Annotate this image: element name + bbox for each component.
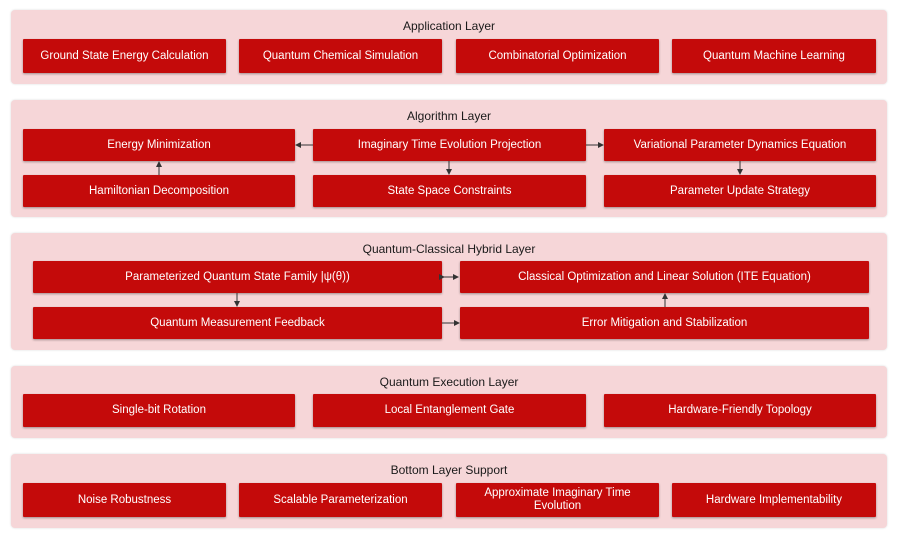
scalable-parameterization-box: Scalable Parameterization: [239, 483, 442, 517]
approximate-imaginary-time-evolution-box: Approximate Imaginary Time Evolution: [456, 483, 659, 517]
state-space-constraints-box: State Space Constraints: [313, 175, 586, 207]
energy-minimization-box: Energy Minimization: [23, 129, 295, 161]
error-mitigation-stabilization-box: Error Mitigation and Stabilization: [460, 307, 869, 339]
algorithm-layer-title: Algorithm Layer: [406, 109, 492, 123]
support-layer-title: Bottom Layer Support: [390, 463, 508, 477]
hardware-implementability-box: Hardware Implementability: [672, 483, 876, 517]
parameterized-quantum-state-family-box: Parameterized Quantum State Family |ψ(θ)…: [33, 261, 442, 293]
noise-robustness-box: Noise Robustness: [23, 483, 226, 517]
local-entanglement-gate-box: Local Entanglement Gate: [313, 394, 586, 427]
parameter-update-strategy-box: Parameter Update Strategy: [604, 175, 876, 207]
ground-state-energy-calculation-box: Ground State Energy Calculation: [23, 39, 226, 73]
hybrid-layer-title: Quantum-Classical Hybrid Layer: [362, 242, 536, 256]
quantum-measurement-feedback-box: Quantum Measurement Feedback: [33, 307, 442, 339]
imaginary-time-evolution-projection-box: Imaginary Time Evolution Projection: [313, 129, 586, 161]
variational-parameter-dynamics-equation-box: Variational Parameter Dynamics Equation: [604, 129, 876, 161]
execution-layer-title: Quantum Execution Layer: [379, 375, 519, 389]
combinatorial-optimization-box: Combinatorial Optimization: [456, 39, 659, 73]
hamiltonian-decomposition-box: Hamiltonian Decomposition: [23, 175, 295, 207]
application-layer-title: Application Layer: [402, 19, 496, 33]
quantum-machine-learning-box: Quantum Machine Learning: [672, 39, 876, 73]
hardware-friendly-topology-box: Hardware-Friendly Topology: [604, 394, 876, 427]
single-bit-rotation-box: Single-bit Rotation: [23, 394, 295, 427]
quantum-chemical-simulation-box: Quantum Chemical Simulation: [239, 39, 442, 73]
classical-optimization-linear-solution-box: Classical Optimization and Linear Soluti…: [460, 261, 869, 293]
